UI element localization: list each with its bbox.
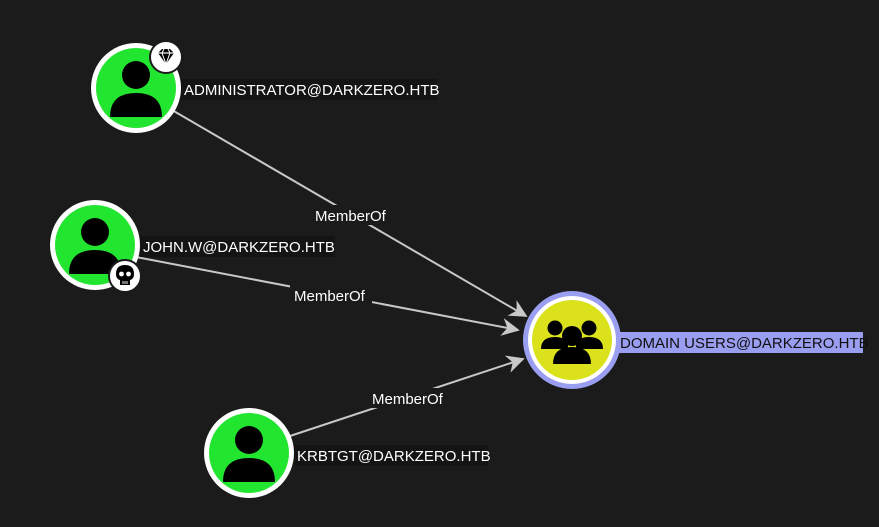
skull-icon bbox=[108, 259, 142, 293]
node-domain-users[interactable]: DOMAIN USERS@DARKZERO.HTB bbox=[523, 291, 869, 389]
user-icon bbox=[110, 61, 162, 117]
edge-label-memberof: MemberOf bbox=[315, 208, 387, 225]
node-krbtgt[interactable]: KRBTGT@DARKZERO.HTB bbox=[204, 408, 491, 498]
node-john-w[interactable]: JOHN.W@DARKZERO.HTB bbox=[50, 200, 335, 293]
group-icon bbox=[541, 320, 603, 364]
edge-john-memberof-domain-users[interactable]: MemberOf bbox=[135, 256, 520, 336]
user-icon bbox=[69, 218, 121, 274]
node-label: DOMAIN USERS@DARKZERO.HTB bbox=[620, 335, 869, 352]
edge-label-memberof: MemberOf bbox=[372, 391, 444, 408]
node-label: JOHN.W@DARKZERO.HTB bbox=[143, 239, 335, 256]
edge-krbtgt-memberof-domain-users[interactable]: MemberOf bbox=[289, 355, 525, 437]
user-icon bbox=[223, 426, 275, 482]
node-label: KRBTGT@DARKZERO.HTB bbox=[297, 448, 491, 465]
node-label: ADMINISTRATOR@DARKZERO.HTB bbox=[184, 82, 440, 99]
node-administrator[interactable]: ADMINISTRATOR@DARKZERO.HTB bbox=[91, 40, 440, 133]
edge-label-memberof: MemberOf bbox=[294, 288, 366, 305]
diamond-icon bbox=[149, 40, 183, 74]
edge-administrator-memberof-domain-users[interactable]: MemberOf bbox=[171, 109, 528, 317]
